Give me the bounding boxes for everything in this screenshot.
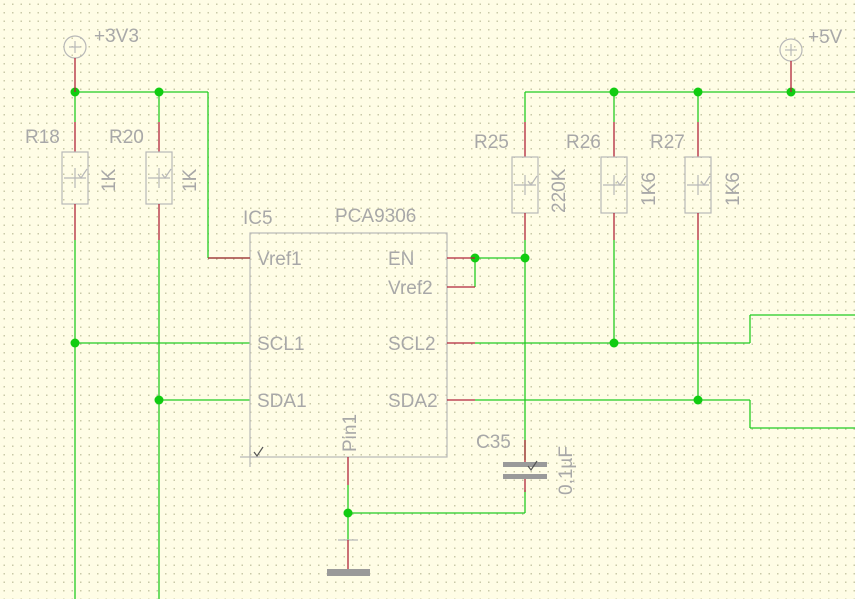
power-5v-symbol[interactable]: +5V (779, 27, 843, 92)
junction-dot (520, 253, 530, 263)
power-3v3-label: +3V3 (94, 26, 139, 47)
capacitor-ref: C35 (476, 432, 511, 453)
junction-dot (343, 508, 353, 518)
resistor-ref: R18 (25, 127, 60, 148)
resistor-value: 1K6 (723, 172, 744, 206)
junction-dot (154, 87, 164, 97)
capacitor-value: 0,1µF (556, 446, 577, 495)
pin-sda1: SDA1 (257, 391, 307, 412)
resistor-r25[interactable]: R25 220K (474, 122, 570, 240)
junction-dot (693, 87, 703, 97)
junctions (70, 87, 796, 518)
ic-pca9306[interactable]: IC5 PCA9306 Vref1 SCL1 SDA1 EN Vref2 SCL… (208, 206, 475, 485)
junction-dot (609, 338, 619, 348)
resistor-value: 1K (180, 168, 201, 192)
pin-pin1: Pin1 (340, 414, 361, 452)
junction-dot (609, 87, 619, 97)
ground-symbol[interactable] (327, 539, 370, 576)
resistor-r20[interactable]: R20 1K (109, 122, 201, 240)
pin-sda2: SDA2 (388, 391, 438, 412)
junction-dot (154, 395, 164, 405)
resistor-r26[interactable]: R26 1K6 (566, 122, 660, 240)
resistor-ref: R26 (566, 132, 601, 153)
power-3v3-symbol[interactable]: +3V3 (63, 26, 139, 92)
ic-ref: IC5 (243, 208, 273, 229)
junction-dot (693, 395, 703, 405)
pin-vref2: Vref2 (388, 278, 433, 299)
power-5v-label: +5V (808, 27, 843, 48)
wires (74, 91, 855, 599)
resistor-r27[interactable]: R27 1K6 (650, 122, 744, 240)
resistor-ref: R25 (474, 132, 509, 153)
pin-en: EN (388, 249, 414, 270)
ic-part: PCA9306 (335, 206, 416, 227)
capacitor-c35[interactable]: C35 0,1µF (476, 432, 577, 495)
resistor-value: 1K (99, 168, 120, 192)
resistor-value: 220K (549, 168, 570, 213)
pin-scl2: SCL2 (388, 334, 436, 355)
pin-vref1: Vref1 (257, 249, 302, 270)
junction-dot (70, 338, 80, 348)
resistor-r18[interactable]: R18 1K (25, 122, 120, 240)
resistor-ref: R27 (650, 132, 685, 153)
resistor-value: 1K6 (639, 172, 660, 206)
pin-scl1: SCL1 (257, 334, 305, 355)
resistor-ref: R20 (109, 127, 144, 148)
